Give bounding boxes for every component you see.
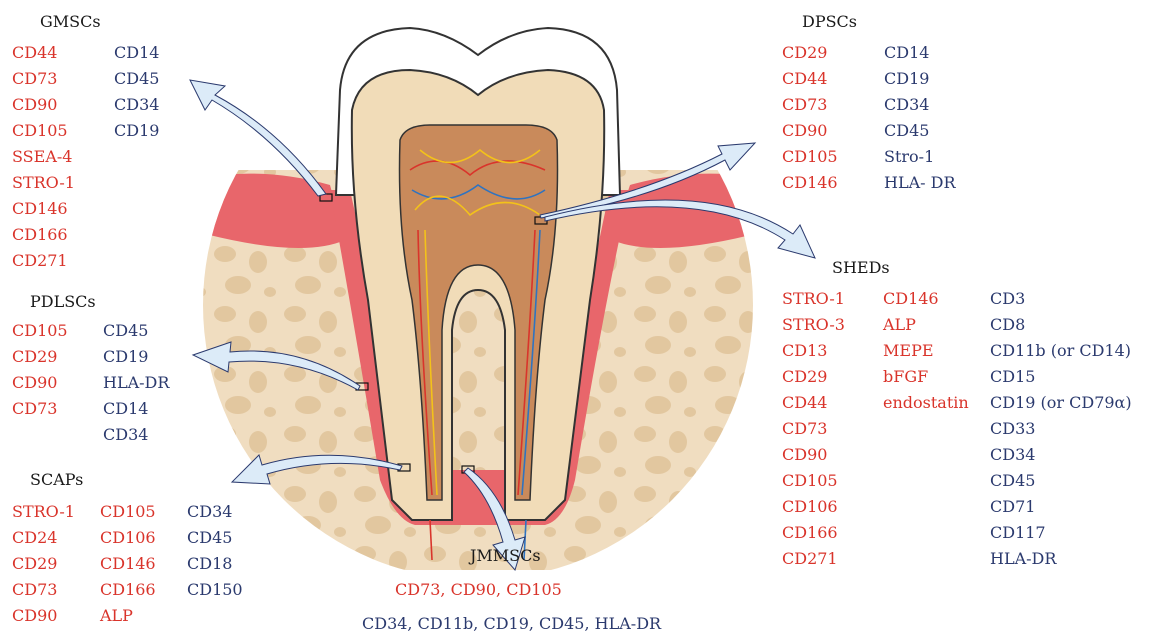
marker-label: CD19 <box>103 344 169 370</box>
sheds-positive-markers-1: STRO-1 STRO-3 CD13 CD29 CD44 CD73 CD90 C… <box>782 286 845 572</box>
sheds-negative-markers: CD3 CD8 CD11b (or CD14) CD15 CD19 (or CD… <box>990 286 1132 572</box>
gmscs-title: GMSCs <box>40 12 101 31</box>
jmmscs-title: JMMSCs <box>470 546 541 565</box>
marker-label: CD19 <box>114 118 159 144</box>
marker-label: CD14 <box>114 40 159 66</box>
marker-label: CD34 <box>187 499 243 525</box>
marker-label: HLA- DR <box>884 170 956 196</box>
dpscs-negative-markers: CD14 CD19 CD34 CD45 Stro-1 HLA- DR <box>884 40 956 196</box>
marker-label: CD45 <box>114 66 159 92</box>
marker-label: CD117 <box>990 520 1132 546</box>
marker-label: CD146 <box>782 170 838 196</box>
marker-label: CD90 <box>12 603 75 629</box>
marker-label: CD29 <box>782 40 838 66</box>
marker-label: CD8 <box>990 312 1132 338</box>
marker-label: CD11b (or CD14) <box>990 338 1132 364</box>
marker-label: CD3 <box>990 286 1132 312</box>
marker-label: CD73 <box>12 396 68 422</box>
scaps-positive-markers-1: STRO-1 CD24 CD29 CD73 CD90 <box>12 499 75 629</box>
marker-label: HLA-DR <box>990 546 1132 572</box>
marker-label: CD14 <box>103 396 169 422</box>
pdlscs-positive-markers: CD105 CD29 CD90 CD73 <box>12 318 68 422</box>
marker-label: CD105 <box>12 318 68 344</box>
marker-label: CD90 <box>12 92 75 118</box>
gmscs-positive-markers: CD44 CD73 CD90 CD105 SSEA-4 STRO-1 CD146… <box>12 40 75 274</box>
marker-label: CD146 <box>100 551 156 577</box>
marker-label: CD15 <box>990 364 1132 390</box>
marker-label: CD34 <box>990 442 1132 468</box>
scaps-negative-markers: CD34 CD45 CD18 CD150 <box>187 499 243 603</box>
marker-label: CD73 <box>12 66 75 92</box>
marker-label: bFGF <box>883 364 969 390</box>
sheds-title: SHEDs <box>832 258 890 277</box>
marker-label: STRO-1 <box>12 170 75 196</box>
gmscs-negative-markers: CD14 CD45 CD34 CD19 <box>114 40 159 144</box>
marker-label: CD271 <box>782 546 845 572</box>
scaps-positive-markers-2: CD105 CD106 CD146 CD166 ALP <box>100 499 156 629</box>
marker-label: SSEA-4 <box>12 144 75 170</box>
marker-label: CD73 <box>12 577 75 603</box>
scaps-title: SCAPs <box>30 470 83 489</box>
marker-label: STRO-3 <box>782 312 845 338</box>
marker-label: ALP <box>883 312 969 338</box>
jmmscs-negative-markers: CD34, CD11b, CD19, CD45, HLA-DR <box>362 614 661 633</box>
marker-label: CD71 <box>990 494 1132 520</box>
marker-label: CD44 <box>12 40 75 66</box>
marker-label: CD24 <box>12 525 75 551</box>
marker-label: CD14 <box>884 40 956 66</box>
marker-label: CD73 <box>782 416 845 442</box>
pdlscs-title: PDLSCs <box>30 292 96 311</box>
marker-label: CD44 <box>782 390 845 416</box>
marker-label: CD90 <box>782 442 845 468</box>
sheds-positive-markers-2: CD146 ALP MEPE bFGF endostatin <box>883 286 969 416</box>
marker-label: CD34 <box>103 422 169 448</box>
marker-label: endostatin <box>883 390 969 416</box>
marker-label: CD90 <box>12 370 68 396</box>
marker-label: STRO-1 <box>12 499 75 525</box>
marker-label: CD18 <box>187 551 243 577</box>
dpscs-title: DPSCs <box>802 12 857 31</box>
marker-label: CD106 <box>100 525 156 551</box>
marker-label: CD13 <box>782 338 845 364</box>
marker-label: CD73 <box>782 92 838 118</box>
marker-label: STRO-1 <box>782 286 845 312</box>
marker-label: CD105 <box>12 118 75 144</box>
marker-label: CD34 <box>114 92 159 118</box>
marker-label: CD146 <box>883 286 969 312</box>
marker-label: CD45 <box>103 318 169 344</box>
jmmscs-positive-markers: CD73, CD90, CD105 <box>395 580 562 599</box>
marker-label: CD271 <box>12 248 75 274</box>
marker-label: CD33 <box>990 416 1132 442</box>
marker-label: CD90 <box>782 118 838 144</box>
marker-label: CD29 <box>12 344 68 370</box>
marker-label: HLA-DR <box>103 370 169 396</box>
marker-label: CD45 <box>884 118 956 144</box>
marker-label: CD44 <box>782 66 838 92</box>
marker-label: CD34 <box>884 92 956 118</box>
marker-label: CD29 <box>12 551 75 577</box>
marker-label: CD166 <box>100 577 156 603</box>
marker-label: ALP <box>100 603 156 629</box>
marker-label: CD166 <box>12 222 75 248</box>
marker-label: CD45 <box>990 468 1132 494</box>
marker-label: Stro-1 <box>884 144 956 170</box>
marker-label: CD106 <box>782 494 845 520</box>
marker-label: MEPE <box>883 338 969 364</box>
marker-label: CD150 <box>187 577 243 603</box>
marker-label: CD105 <box>782 468 845 494</box>
marker-label: CD105 <box>782 144 838 170</box>
gingiva-right <box>612 174 770 248</box>
marker-label: CD146 <box>12 196 75 222</box>
marker-label: CD29 <box>782 364 845 390</box>
marker-label: CD166 <box>782 520 845 546</box>
marker-label: CD45 <box>187 525 243 551</box>
marker-label: CD105 <box>100 499 156 525</box>
dpscs-positive-markers: CD29 CD44 CD73 CD90 CD105 CD146 <box>782 40 838 196</box>
marker-label: CD19 (or CD79α) <box>990 390 1132 416</box>
pdlscs-negative-markers: CD45 CD19 HLA-DR CD14 CD34 <box>103 318 169 448</box>
marker-label: CD19 <box>884 66 956 92</box>
